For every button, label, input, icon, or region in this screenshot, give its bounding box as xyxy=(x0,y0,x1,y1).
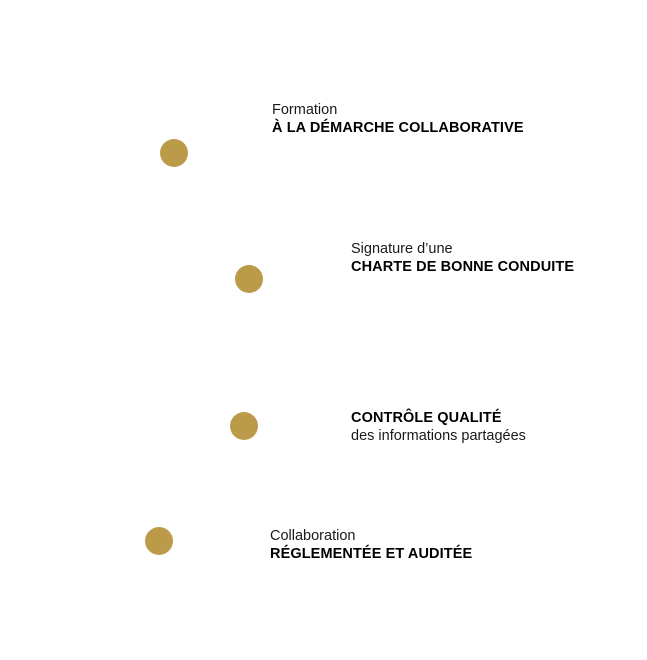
step-3: CONTRÔLE QUALITÉ des informations partag… xyxy=(351,409,526,445)
step-4-subtitle: Collaboration xyxy=(270,528,356,544)
step-4-dot xyxy=(145,527,173,555)
step-2-title: CHARTE DE BONNE CONDUITE xyxy=(351,259,575,275)
step-4: Collaboration RÉGLEMENTÉE ET AUDITÉE xyxy=(270,527,472,563)
step-1-dot xyxy=(160,139,188,167)
step-2-dot xyxy=(235,265,263,293)
step-3-subtitle: des informations partagées xyxy=(351,428,526,444)
step-3-title: CONTRÔLE QUALITÉ xyxy=(351,410,502,426)
step-1-subtitle: Formation xyxy=(272,102,338,118)
step-4-title: RÉGLEMENTÉE ET AUDITÉE xyxy=(270,546,473,562)
step-1: Formation À LA DÉMARCHE COLLABORATIVE xyxy=(272,101,524,137)
step-2-subtitle: Signature d’une xyxy=(351,241,453,257)
step-2: Signature d’une CHARTE DE BONNE CONDUITE xyxy=(351,240,574,276)
step-3-dot xyxy=(230,412,258,440)
step-1-title: À LA DÉMARCHE COLLABORATIVE xyxy=(272,120,524,136)
